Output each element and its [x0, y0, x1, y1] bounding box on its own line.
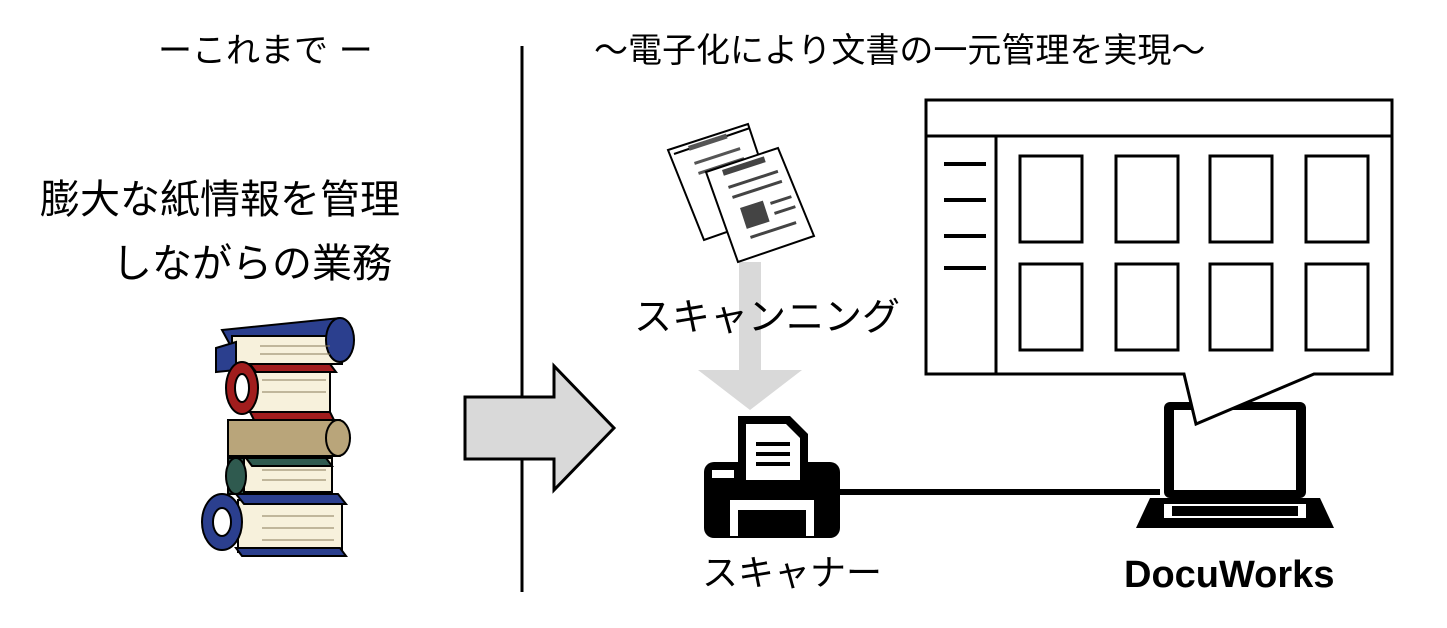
before-description-line1: 膨大な紙情報を管理 — [40, 177, 400, 223]
scanner-label: スキャナー — [702, 553, 883, 594]
laptop-icon — [1136, 402, 1334, 528]
before-title: ーこれまで ー — [158, 31, 373, 71]
scan-down-arrow — [698, 262, 802, 410]
document-window-icon — [924, 98, 1394, 427]
before-description: 膨大な紙情報を管理 しながらの業務 — [40, 168, 400, 296]
transition-arrow — [463, 362, 617, 494]
docuworks-label: DocuWorks — [1124, 554, 1335, 596]
before-description-line2: しながらの業務 — [112, 241, 392, 287]
scanning-label: スキャンニング — [634, 295, 901, 339]
scanner-icon — [704, 416, 840, 538]
after-title: ～電子化により文書の一元管理を実現～ — [594, 31, 1206, 71]
binder-stack-icon — [201, 316, 355, 557]
paper-documents-icon — [666, 122, 816, 264]
